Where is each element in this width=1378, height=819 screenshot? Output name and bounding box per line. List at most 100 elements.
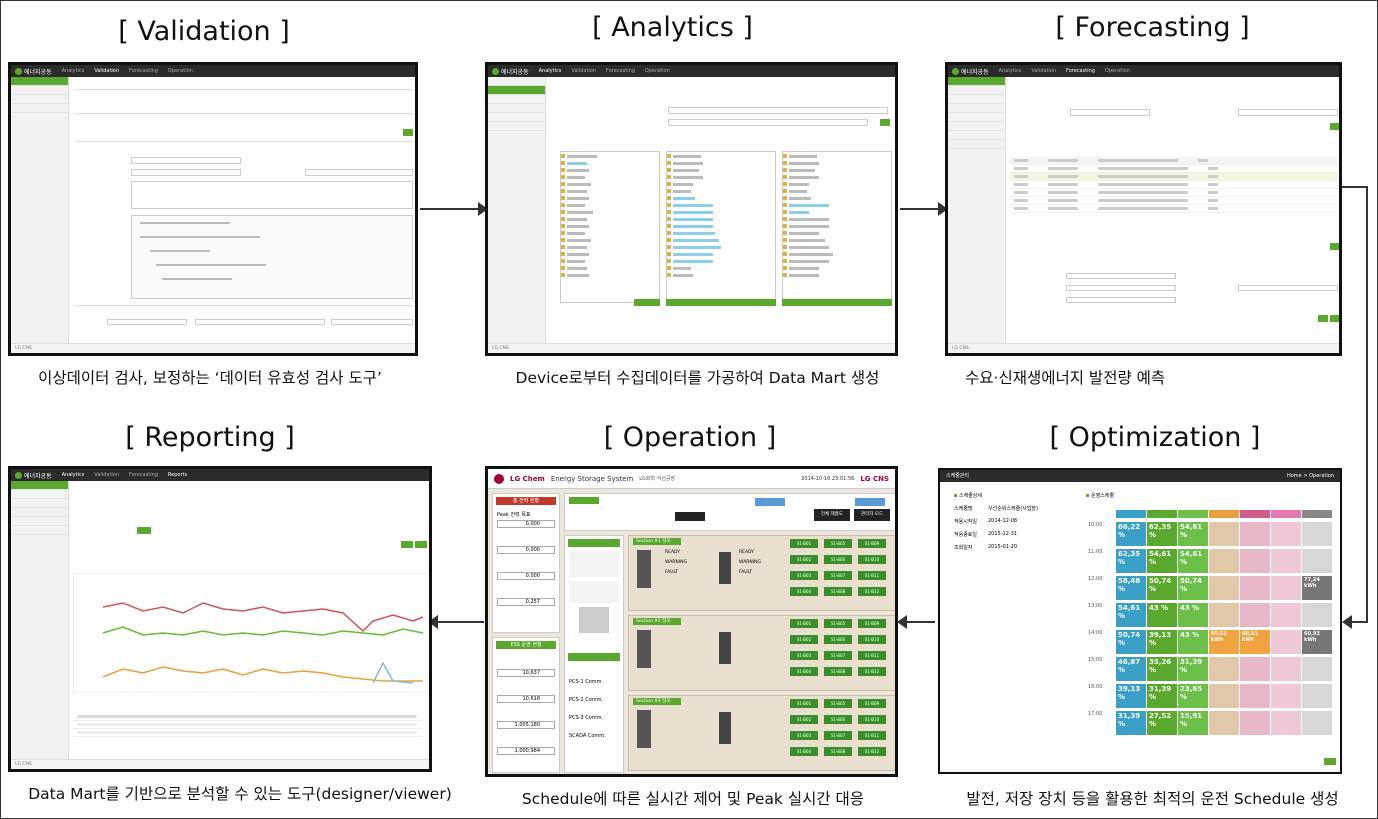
sidebar-item[interactable]: [488, 95, 545, 104]
block-button[interactable]: S1-B02: [790, 635, 818, 644]
nav-analytics[interactable]: Analytics: [998, 68, 1022, 74]
nav-operation[interactable]: Operation: [167, 68, 193, 74]
block-button[interactable]: S1-B11: [858, 571, 886, 580]
schedule-cell[interactable]: 54,61 %: [1116, 603, 1146, 627]
nav-operation[interactable]: Operation: [1104, 68, 1130, 74]
schedule-cell[interactable]: 50,74 %: [1178, 576, 1208, 600]
sidebar-item[interactable]: [948, 122, 1005, 131]
green-button[interactable]: [1318, 315, 1328, 322]
schedule-cell-highlight[interactable]: 60,93 kWh: [1240, 630, 1270, 654]
sidebar-item[interactable]: [488, 104, 545, 113]
sidebar-item[interactable]: [11, 499, 68, 508]
nav-analytics[interactable]: Analytics: [61, 472, 85, 478]
nav-validation[interactable]: Validation: [94, 68, 120, 74]
block-button[interactable]: S1-B09: [858, 619, 886, 628]
schedule-cell[interactable]: [1302, 684, 1332, 708]
sidebar-item[interactable]: [488, 86, 545, 95]
block-button[interactable]: S1-B06: [824, 715, 852, 724]
sidebar-item[interactable]: [948, 95, 1005, 104]
sidebar-item[interactable]: [11, 526, 68, 535]
green-button[interactable]: [782, 299, 892, 306]
textarea[interactable]: [131, 181, 413, 209]
schedule-cell[interactable]: [1240, 684, 1270, 708]
sidebar-item[interactable]: [11, 95, 68, 104]
code-editor[interactable]: [131, 215, 413, 299]
sidebar-item[interactable]: [948, 77, 1005, 86]
sidebar-item[interactable]: [11, 104, 68, 113]
block-button[interactable]: S1-B06: [824, 635, 852, 644]
schedule-cell[interactable]: 54,61 %: [1178, 522, 1208, 546]
input-field[interactable]: [195, 319, 325, 325]
block-button[interactable]: S1-B05: [824, 539, 852, 548]
block-button[interactable]: S1-B10: [858, 635, 886, 644]
select-field[interactable]: [1066, 273, 1176, 279]
block-button[interactable]: S1-B02: [790, 555, 818, 564]
schedule-cell[interactable]: 62,35 %: [1147, 522, 1177, 546]
input-field[interactable]: [668, 119, 868, 126]
schedule-cell[interactable]: [1302, 657, 1332, 681]
select-field[interactable]: [305, 169, 413, 176]
block-button[interactable]: S1-B11: [858, 651, 886, 660]
schedule-cell[interactable]: [1209, 522, 1239, 546]
block-button[interactable]: S1-B04: [790, 667, 818, 676]
sidebar-item[interactable]: [11, 86, 68, 95]
green-button[interactable]: [634, 299, 660, 306]
block-button[interactable]: S1-B01: [790, 539, 818, 548]
block-button[interactable]: S1-B01: [790, 699, 818, 708]
schedule-cell[interactable]: [1271, 630, 1301, 654]
block-button[interactable]: S1-B07: [824, 651, 852, 660]
nav-analytics[interactable]: Analytics: [61, 68, 85, 74]
green-button[interactable]: [880, 119, 890, 126]
schedule-cell[interactable]: 66,22 %: [1116, 522, 1146, 546]
block-button[interactable]: S1-B04: [790, 747, 818, 756]
schedule-cell[interactable]: [1240, 549, 1270, 573]
block-button[interactable]: S1-B10: [858, 555, 886, 564]
schedule-cell[interactable]: 50,74 %: [1116, 630, 1146, 654]
schedule-cell[interactable]: [1209, 657, 1239, 681]
block-button[interactable]: S1-B09: [858, 699, 886, 708]
green-button[interactable]: [666, 299, 776, 306]
sidebar-item[interactable]: [948, 131, 1005, 140]
input-field[interactable]: [107, 319, 187, 325]
schedule-cell[interactable]: [1240, 603, 1270, 627]
tree-panel-right[interactable]: [782, 151, 892, 303]
schedule-cell[interactable]: 31,39 %: [1116, 711, 1146, 735]
block-button[interactable]: S1-B03: [790, 651, 818, 660]
sidebar-item[interactable]: [11, 77, 68, 86]
schedule-cell[interactable]: [1271, 603, 1301, 627]
full-view-button[interactable]: 전체 제품도: [814, 509, 850, 521]
schedule-cell[interactable]: 54,61 %: [1178, 549, 1208, 573]
nav-forecasting[interactable]: Forecasting: [606, 68, 635, 74]
nav-validation[interactable]: Validation: [571, 68, 597, 74]
schedule-cell-highlight[interactable]: 60,93 kWh: [1302, 630, 1332, 654]
schedule-cell[interactable]: 62,35 %: [1116, 549, 1146, 573]
green-button[interactable]: [1330, 123, 1339, 130]
block-button[interactable]: S1-B04: [790, 587, 818, 596]
sidebar-item[interactable]: [488, 113, 545, 122]
schedule-cell[interactable]: [1271, 576, 1301, 600]
input-field[interactable]: [668, 107, 888, 114]
schedule-cell[interactable]: 15,91 %: [1178, 711, 1208, 735]
nav-reports[interactable]: Reports: [167, 472, 188, 478]
block-button[interactable]: S1-B07: [824, 731, 852, 740]
schedule-cell[interactable]: [1209, 549, 1239, 573]
sidebar-item[interactable]: [11, 490, 68, 499]
green-button[interactable]: [137, 527, 151, 534]
schedule-cell[interactable]: 43 %: [1178, 603, 1208, 627]
block-button[interactable]: S1-B08: [824, 667, 852, 676]
block-button[interactable]: S1-B12: [858, 747, 886, 756]
schedule-cell-highlight[interactable]: 77,24 kWh: [1302, 576, 1332, 600]
block-button[interactable]: S1-B02: [790, 715, 818, 724]
schedule-cell[interactable]: 54,61 %: [1147, 549, 1177, 573]
schedule-cell[interactable]: [1240, 522, 1270, 546]
green-button[interactable]: [1324, 758, 1336, 765]
schedule-cell[interactable]: 27,52 %: [1147, 711, 1177, 735]
sidebar-item[interactable]: [948, 140, 1005, 149]
block-button[interactable]: S1-B05: [824, 619, 852, 628]
block-button[interactable]: S1-B08: [824, 587, 852, 596]
schedule-cell[interactable]: [1209, 684, 1239, 708]
nav-analytics[interactable]: Analytics: [538, 68, 562, 74]
nav-forecasting[interactable]: Forecasting: [129, 68, 158, 74]
admin-mode-button[interactable]: 관리자 모드: [854, 509, 890, 521]
schedule-cell[interactable]: [1209, 711, 1239, 735]
